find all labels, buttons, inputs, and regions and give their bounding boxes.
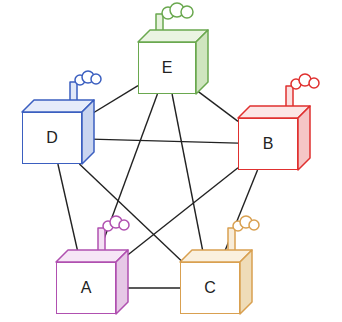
link-line (196, 90, 238, 122)
link-line (79, 164, 182, 262)
factory-a-body (56, 216, 129, 314)
factory-letter: A (81, 279, 92, 297)
factory-b-body (238, 74, 319, 170)
factory-letter: E (162, 59, 173, 77)
link-line (58, 164, 80, 262)
factory-box: C (180, 262, 240, 314)
factory-box: E (138, 42, 196, 94)
factory-box: D (22, 112, 82, 164)
factory-box: B (238, 118, 298, 170)
link-line (220, 170, 257, 262)
factory-box: A (56, 262, 116, 314)
factory-e-body (138, 3, 208, 94)
factory-letter: D (46, 129, 58, 147)
link-line (172, 94, 205, 262)
factory-c-body (180, 216, 259, 314)
factory-letter: B (263, 135, 274, 153)
factory-letter: C (204, 279, 216, 297)
factory-d-body (22, 71, 101, 164)
link-line (82, 139, 238, 143)
link-line (96, 94, 158, 262)
